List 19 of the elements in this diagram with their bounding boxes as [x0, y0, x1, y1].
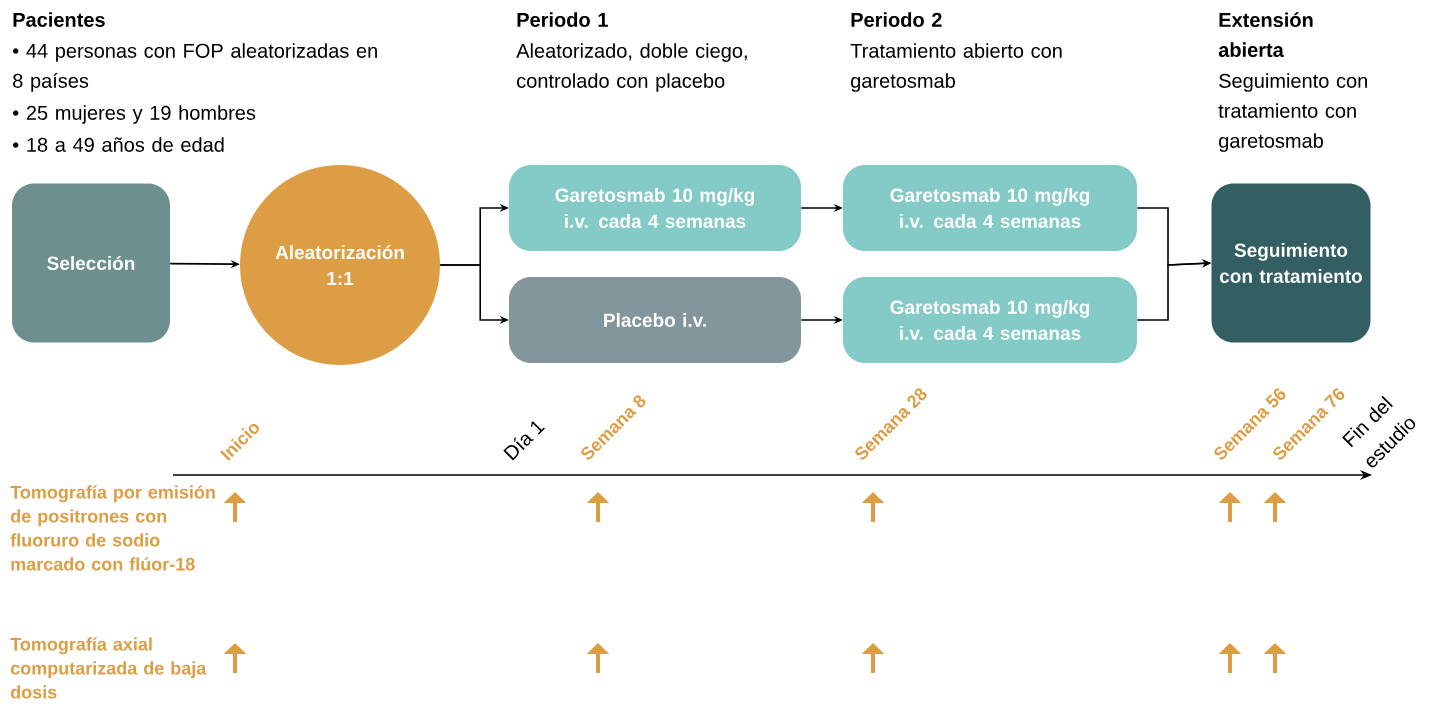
heading: Periodo 2	[851, 12, 942, 27]
bullet-item: • 44 personas con FOP aleatorizadas en 8 países	[13, 43, 377, 92]
description: Seguimiento con tratamiento con garetosmab	[1218, 73, 1367, 152]
process-box: Selección	[12, 183, 170, 343]
heading: Extensión abierta	[1218, 12, 1313, 58]
description: Aleatorizado, doble ciego, controlado con placebo	[516, 43, 747, 92]
process-box: Seguimiento con tratamiento	[1211, 183, 1371, 343]
process-box: Garetosmab 10 mg/kg i.v. cada 4 semanas	[843, 165, 1137, 251]
bullet-item: • 18 a 49 años de edad	[13, 137, 224, 152]
row-label: Tomografía por emisión de positrones con fluoruro de sodio marcado con flúor-18	[10, 485, 215, 571]
process-box: Placebo i.v.	[509, 277, 801, 363]
timepoint-label: Día 1	[503, 421, 545, 461]
process-box: Garetosmab 10 mg/kg i.v. cada 4 semanas	[509, 165, 801, 251]
bullet-item: • 25 mujeres y 19 hombres	[13, 105, 256, 124]
description: Tratamiento abierto con garetosmab	[850, 43, 1062, 92]
heading: Pacientes	[13, 12, 105, 27]
process-box: Garetosmab 10 mg/kg i.v. cada 4 semanas	[843, 277, 1137, 363]
row-label: Tomografía axial computarizada de baja dosis	[10, 637, 207, 699]
heading: Periodo 1	[517, 12, 608, 27]
